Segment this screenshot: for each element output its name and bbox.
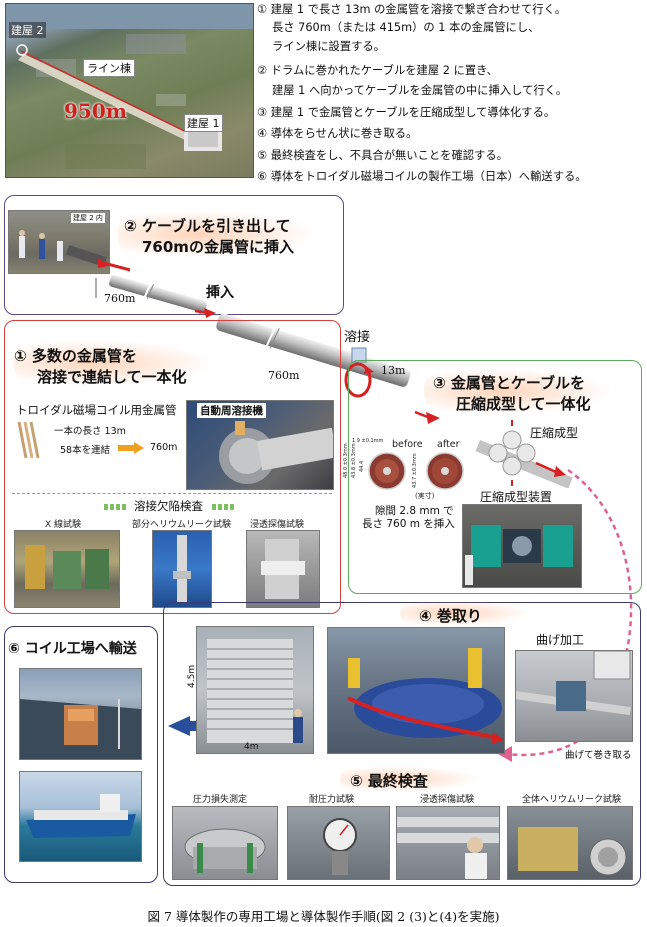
coil-height-label: 4.5m (187, 664, 197, 688)
panel-pipe-weld (4, 320, 341, 614)
segment-length-label: 13m (381, 364, 406, 377)
full-helium-leak-label: 全体ヘリウムリーク試験 (522, 795, 622, 805)
bend-wind-label: 曲げて巻き取る (565, 750, 632, 761)
dim-top-label: 1.9 ±0.1mm (352, 438, 384, 444)
figure-caption: 図 7 導体製作の専用工場と導体製作手順(図 2 (3)と(4)を実施) (147, 909, 500, 924)
helium-leak-test-label: 部分ヘリウムリーク試験 (132, 520, 232, 530)
ship-loading-photo (19, 668, 142, 760)
weld-label: 溶接 (344, 330, 371, 345)
step-3: ③ 建屋 1 で金属管とケーブルを圧縮成型して導体化する。 (257, 106, 556, 119)
weld-inspection-title: 溶接欠陥検査 (134, 499, 203, 513)
panel1-divider (12, 493, 332, 494)
insert-label: 挿入 (206, 285, 234, 301)
panel-transport (4, 626, 158, 883)
helium-leak-test-photo (152, 530, 212, 608)
panel3-title-glow (424, 368, 614, 414)
full-helium-leak-photo (507, 806, 633, 880)
panel2-title-line1: ② ケーブルを引き出して (124, 217, 291, 235)
cross-section-before (368, 452, 406, 490)
after-label: after (437, 439, 460, 450)
coil-width-label: 4m (244, 742, 259, 752)
panel3-title-line1: ③ 金属管とケーブルを (433, 374, 586, 392)
penetrant-test-photo (246, 530, 320, 608)
gap-label-line2: 長さ 760 m を挿入 (362, 518, 455, 530)
penetrant-test-label: 浸透探傷試験 (250, 520, 305, 530)
dim-in1-label: 44.4 (359, 460, 365, 472)
step-1-line2: 長さ 760m（または 415m）の 1 本の金属管にし、 (272, 21, 540, 34)
cross-section-after (426, 452, 464, 490)
building2-interior-photo: 建屋 2 内 (8, 210, 110, 274)
pipe-length-label: 760m (268, 369, 300, 382)
compaction-label: 圧縮成型 (530, 426, 579, 440)
panel1-title-glow (14, 340, 214, 386)
panel6-title: ⑥ コイル工場へ輸送 (8, 641, 137, 657)
wound-coil-photo (196, 626, 314, 754)
pipe-total-length: 760m (150, 442, 178, 453)
pressure-loss-photo (172, 806, 278, 880)
building1-label: 建屋 1 (184, 114, 223, 132)
aerial-photo: 建屋 2 ライン棟 950m 建屋 1 (5, 3, 254, 178)
winding-machine-photo (327, 627, 505, 754)
panel4-title-glow (400, 600, 530, 626)
dim-left2-label: 43.8 ±0.3mm (351, 443, 357, 478)
panel-compaction (348, 360, 642, 594)
panel4-title: ④ 巻取り (419, 607, 482, 625)
before-label: before (392, 439, 423, 450)
step-1-line3: ライン棟に設置する。 (272, 40, 385, 53)
step-5: ⑤ 最終検査をし、不具合が無いことを確認する。 (257, 149, 508, 162)
dim-in2-label: 43.7 ±0.3mm (412, 453, 418, 488)
final-penetrant-photo (396, 806, 500, 880)
compaction-device-label: 圧縮成型装置 (480, 490, 553, 504)
line-building-label: ライン棟 (83, 59, 135, 77)
panel3-title-line2: 圧縮成型して一体化 (456, 395, 591, 413)
compaction-device-photo (462, 504, 582, 588)
pipe-length-each: 一本の長さ 13m (54, 426, 126, 437)
panel2-title-line2: 760mの金属管に挿入 (142, 238, 294, 256)
gap-label-line1: 隙間 2.8 mm で (375, 505, 454, 517)
compaction-roller-drawing (475, 420, 573, 488)
panel5-title: ⑤ 最終検査 (350, 772, 428, 790)
pressure-resistance-photo (287, 806, 390, 880)
xray-test-photo (14, 530, 120, 608)
step-2-line1: ② ドラムに巻かれたケーブルを建屋 2 に置き、 (257, 64, 498, 77)
auto-welder-label: 自動周溶接機 (197, 403, 266, 418)
dim-left1-label: 48.0 ±0.3mm (343, 443, 349, 478)
step-4: ④ 導体をらせん状に巻き取る。 (257, 127, 418, 140)
building2-label: 建屋 2 (9, 22, 46, 38)
xray-test-label: X 線試験 (45, 520, 82, 530)
distance-label: 950m (64, 99, 127, 123)
bending-photo (515, 650, 633, 742)
panel-winding (163, 602, 641, 886)
final-penetrant-label: 浸透探傷試験 (420, 795, 475, 805)
step-6: ⑥ 導体をトロイダル磁場コイルの製作工場（日本）へ輸送する。 (257, 170, 587, 183)
bending-label: 曲げ加工 (536, 633, 585, 647)
panel-cable-insert (4, 195, 344, 315)
connect-arrow-icon (118, 442, 144, 454)
panel1-title-line1: ① 多数の金属管を (14, 347, 137, 365)
ship-sea-photo (19, 771, 142, 862)
panel2-length-label: 760m (104, 292, 136, 305)
pipe-sample-icon (17, 421, 40, 459)
panel2-title-glow (118, 210, 318, 258)
inspection-deco-right (212, 504, 234, 510)
pipe-connect-count: 58本を連結 (60, 445, 111, 456)
building2-interior-label: 建屋 2 内 (71, 213, 105, 223)
pressure-loss-label: 圧力損失測定 (193, 795, 248, 805)
pressure-resistance-label: 耐圧力試験 (309, 795, 355, 805)
step-1-line1: ① 建屋 1 で長さ 13m の金属管を溶接で繋ぎ合わせて行く。 (257, 3, 567, 16)
step-2-line2: 建屋 1 へ向かってケーブルを金属管の中に挿入して行く。 (272, 84, 568, 97)
pipe-subtitle: トロイダル磁場コイル用金属管 (16, 403, 177, 417)
panel1-title-line2: 溶接で連結して一本化 (37, 368, 187, 386)
auto-welder-photo: 自動周溶接機 (186, 400, 334, 490)
inspection-deco-left (104, 504, 126, 510)
real-size-label: (実寸) (415, 492, 435, 500)
panel5-title-glow (340, 766, 480, 792)
